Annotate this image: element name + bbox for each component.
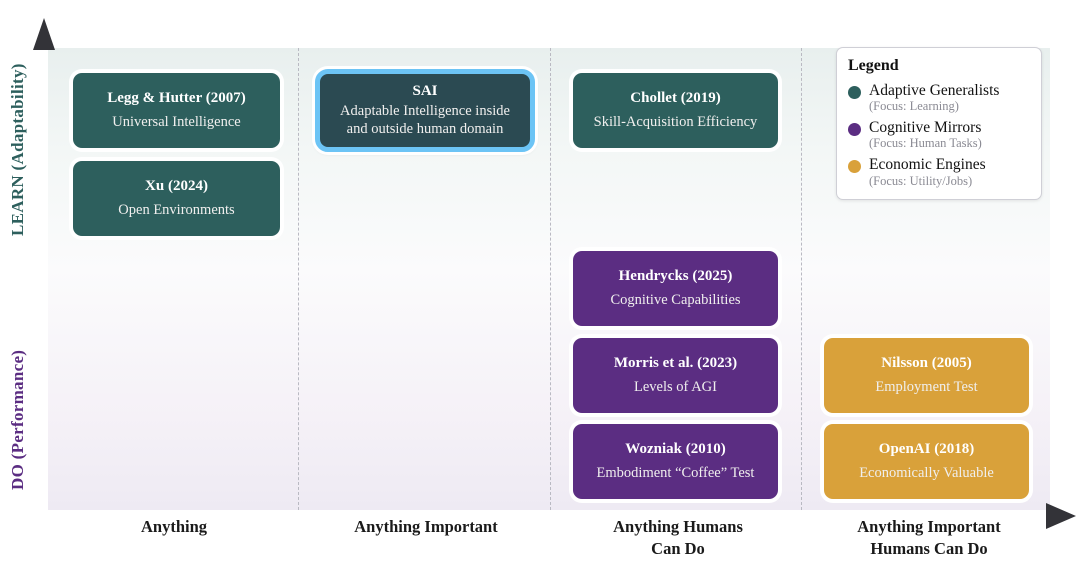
concept-box-morris[interactable]: Morris et al. (2023) Levels of AGI (573, 338, 778, 413)
x-tick-label-2-line1: Anything Important (354, 517, 498, 536)
legend-item-focus: (Focus: Human Tasks) (869, 136, 982, 151)
legend-item-focus: (Focus: Utility/Jobs) (869, 173, 973, 188)
legend-panel: Legend Adaptive Generalists (Focus: Lear… (836, 47, 1042, 201)
concept-box-subtitle: Universal Intelligence (112, 114, 241, 131)
x-tick-label-2: Anything Important (300, 516, 552, 538)
x-tick-label-3-line1: Anything Humans (613, 517, 743, 536)
legend-item-label: Adaptive Generalists (869, 82, 1000, 99)
concept-box-subtitle-line2: and outside human domain (346, 120, 504, 137)
legend-title: Legend (848, 57, 899, 74)
x-tick-label-4-line2: Humans Can Do (870, 538, 988, 558)
concept-box-subtitle: Employment Test (875, 379, 978, 396)
legend-swatch-icon (848, 160, 861, 174)
y-axis-label-do: DO (Performance) (8, 349, 27, 490)
y-axis-label-learn: LEARN (Adaptability) (8, 63, 27, 236)
legend-item-adaptive-generalists[interactable]: Adaptive Generalists (Focus: Learning) (848, 82, 1030, 114)
concept-box-title: Nilsson (2005) (881, 355, 972, 372)
legend-item-economic-engines[interactable]: Economic Engines (Focus: Utility/Jobs) (848, 156, 1030, 188)
x-tick-label-4-line1: Anything Important (857, 517, 1001, 536)
x-axis-arrow-icon (1046, 503, 1076, 529)
legend-item-label: Cognitive Mirrors (869, 119, 982, 137)
x-tick-label-3: Anything Humans Can Do (552, 516, 804, 560)
concept-box-title: Wozniak (2010) (625, 441, 726, 458)
concept-box-chollet[interactable]: Chollet (2019) Skill-Acquisition Efficie… (573, 73, 778, 148)
y-axis-arrow-icon (33, 18, 55, 50)
legend-item-cognitive-mirrors[interactable]: Cognitive Mirrors (Focus: Human Tasks) (848, 119, 1030, 151)
concept-box-title: Morris et al. (2023) (613, 355, 738, 372)
concept-box-subtitle: Levels of AGI (634, 379, 717, 396)
grid-line-3 (801, 48, 802, 510)
concept-box-sai[interactable]: SAI Adaptable Intelligence inside and ou… (315, 69, 535, 152)
concept-box-title: Chollet (2019) (630, 90, 721, 107)
concept-box-wozniak[interactable]: Wozniak (2010) Embodiment “Coffee” Test (573, 424, 778, 499)
concept-box-title: Legg & Hutter (2007) (107, 90, 246, 107)
x-tick-label-3-line2: Can Do (651, 538, 705, 558)
concept-box-subtitle: Cognitive Capabilities (610, 292, 741, 309)
concept-box-title: SAI (412, 83, 438, 100)
concept-box-subtitle-line1: Adaptable Intelligence inside (340, 103, 510, 120)
grid-line-1 (298, 48, 299, 510)
x-tick-label-4: Anything Important Humans Can Do (803, 516, 1055, 560)
concept-box-subtitle: Embodiment “Coffee” Test (596, 465, 755, 482)
x-tick-label-1-line1: Anything (140, 517, 208, 536)
concept-box-openai[interactable]: OpenAI (2018) Economically Valuable (824, 424, 1029, 499)
grid-line-2 (550, 48, 551, 510)
x-tick-label-1: Anything (48, 516, 300, 538)
concept-box-hendrycks[interactable]: Hendrycks (2025) Cognitive Capabilities (573, 251, 778, 326)
concept-box-title: Hendrycks (2025) (618, 268, 733, 285)
concept-box-title: OpenAI (2018) (878, 441, 975, 458)
concept-box-subtitle: Open Environments (118, 202, 235, 219)
concept-box-nilsson[interactable]: Nilsson (2005) Employment Test (824, 338, 1029, 413)
legend-swatch-icon (848, 86, 861, 99)
concept-box-legg-hutter[interactable]: Legg & Hutter (2007) Universal Intellige… (73, 73, 280, 148)
legend-swatch-icon (848, 123, 861, 137)
concept-box-title: Xu (2024) (145, 178, 208, 195)
legend-item-label: Economic Engines (869, 156, 986, 174)
concept-box-subtitle: Economically Valuable (859, 465, 994, 482)
concept-box-subtitle: Skill-Acquisition Efficiency (593, 114, 758, 131)
concept-box-xu[interactable]: Xu (2024) Open Environments (73, 161, 280, 236)
legend-item-focus: (Focus: Learning) (869, 99, 959, 114)
